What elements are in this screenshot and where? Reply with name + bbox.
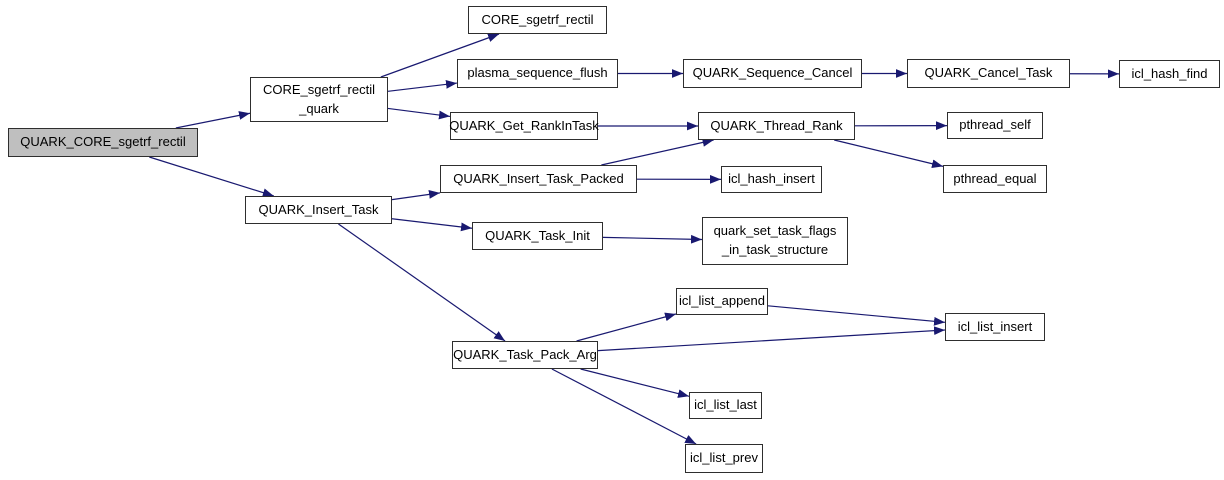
node-quark-thread-rank[interactable]: QUARK_Thread_Rank	[698, 112, 855, 140]
node-quark-task-init[interactable]: QUARK_Task_Init	[472, 222, 603, 250]
node-pthread-equal[interactable]: pthread_equal	[943, 165, 1047, 193]
node-quark-cancel-task[interactable]: QUARK_Cancel_Task	[907, 59, 1070, 88]
edge-quark-insert-task-packed-to-quark-thread-rank	[601, 138, 714, 166]
node-quark-insert-task[interactable]: QUARK_Insert_Task	[245, 196, 392, 224]
edge-quark-task-pack-arg-to-icl-list-insert	[597, 326, 946, 352]
edge-quark-insert-task-to-quark-insert-task-packed	[391, 190, 441, 201]
edge-core-sgetrf-rectil-quark-to-quark-get-rankintask	[387, 107, 451, 120]
node-quark-task-pack-arg[interactable]: QUARK_Task_Pack_Arg	[452, 341, 598, 369]
edge-quark-insert-task-to-quark-task-init	[391, 218, 473, 232]
node-icl-list-prev[interactable]: icl_list_prev	[685, 444, 763, 473]
node-icl-hash-find[interactable]: icl_hash_find	[1119, 60, 1220, 88]
node-icl-list-insert[interactable]: icl_list_insert	[945, 313, 1045, 341]
node-pthread-self[interactable]: pthread_self	[947, 112, 1043, 139]
edge-core-sgetrf-rectil-quark-to-core-sgetrf-rectil	[380, 33, 500, 78]
edge-quark-insert-task-to-quark-task-pack-arg	[338, 223, 506, 342]
edge-core-sgetrf-rectil-quark-to-plasma-sequence-flush	[387, 80, 458, 92]
node-icl-list-last[interactable]: icl_list_last	[689, 392, 762, 419]
edge-quark-task-pack-arg-to-icl-list-last	[580, 368, 690, 398]
edge-quark-task-pack-arg-to-icl-list-append	[576, 312, 677, 342]
node-core-sgetrf-rectil[interactable]: CORE_sgetrf_rectil	[468, 6, 607, 34]
edge-quark-task-init-to-quark-set-task-flags	[602, 234, 703, 244]
node-quark-core-sgetrf-rectil[interactable]: QUARK_CORE_sgetrf_rectil	[8, 128, 198, 157]
edge-quark-task-pack-arg-to-icl-list-prev	[551, 368, 697, 445]
node-icl-list-append[interactable]: icl_list_append	[676, 288, 768, 315]
node-quark-get-rankintask[interactable]: QUARK_Get_RankInTask	[449, 112, 599, 140]
node-quark-insert-task-packed[interactable]: QUARK_Insert_Task_Packed	[440, 165, 637, 193]
edge-quark-core-sgetrf-rectil-to-quark-insert-task	[149, 156, 274, 197]
node-plasma-sequence-flush[interactable]: plasma_sequence_flush	[457, 59, 618, 88]
edge-quark-thread-rank-to-pthread-equal	[834, 139, 944, 169]
node-quark-sequence-cancel[interactable]: QUARK_Sequence_Cancel	[683, 59, 862, 88]
edge-quark-core-sgetrf-rectil-to-core-sgetrf-rectil-quark	[175, 111, 251, 129]
edge-icl-list-append-to-icl-list-insert	[767, 305, 946, 326]
node-quark-set-task-flags[interactable]: quark_set_task_flags _in_task_structure	[702, 217, 848, 265]
node-core-sgetrf-rectil-quark[interactable]: CORE_sgetrf_rectil _quark	[250, 77, 388, 122]
node-icl-hash-insert[interactable]: icl_hash_insert	[721, 166, 822, 193]
